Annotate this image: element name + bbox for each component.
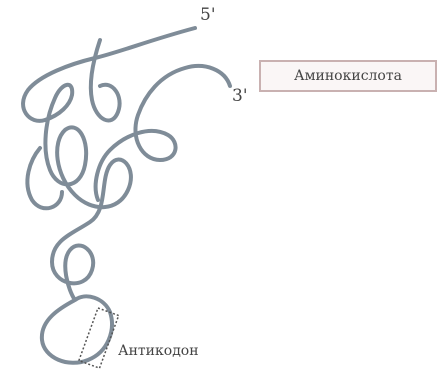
amino-acid-box: Аминокислота [259,60,437,92]
five-prime-label: 5' [200,5,216,25]
trna-strand [23,28,195,363]
trna-3-arm [96,66,230,200]
anticodon-label: Антикодон [118,343,199,359]
three-prime-label: 3' [232,86,248,106]
